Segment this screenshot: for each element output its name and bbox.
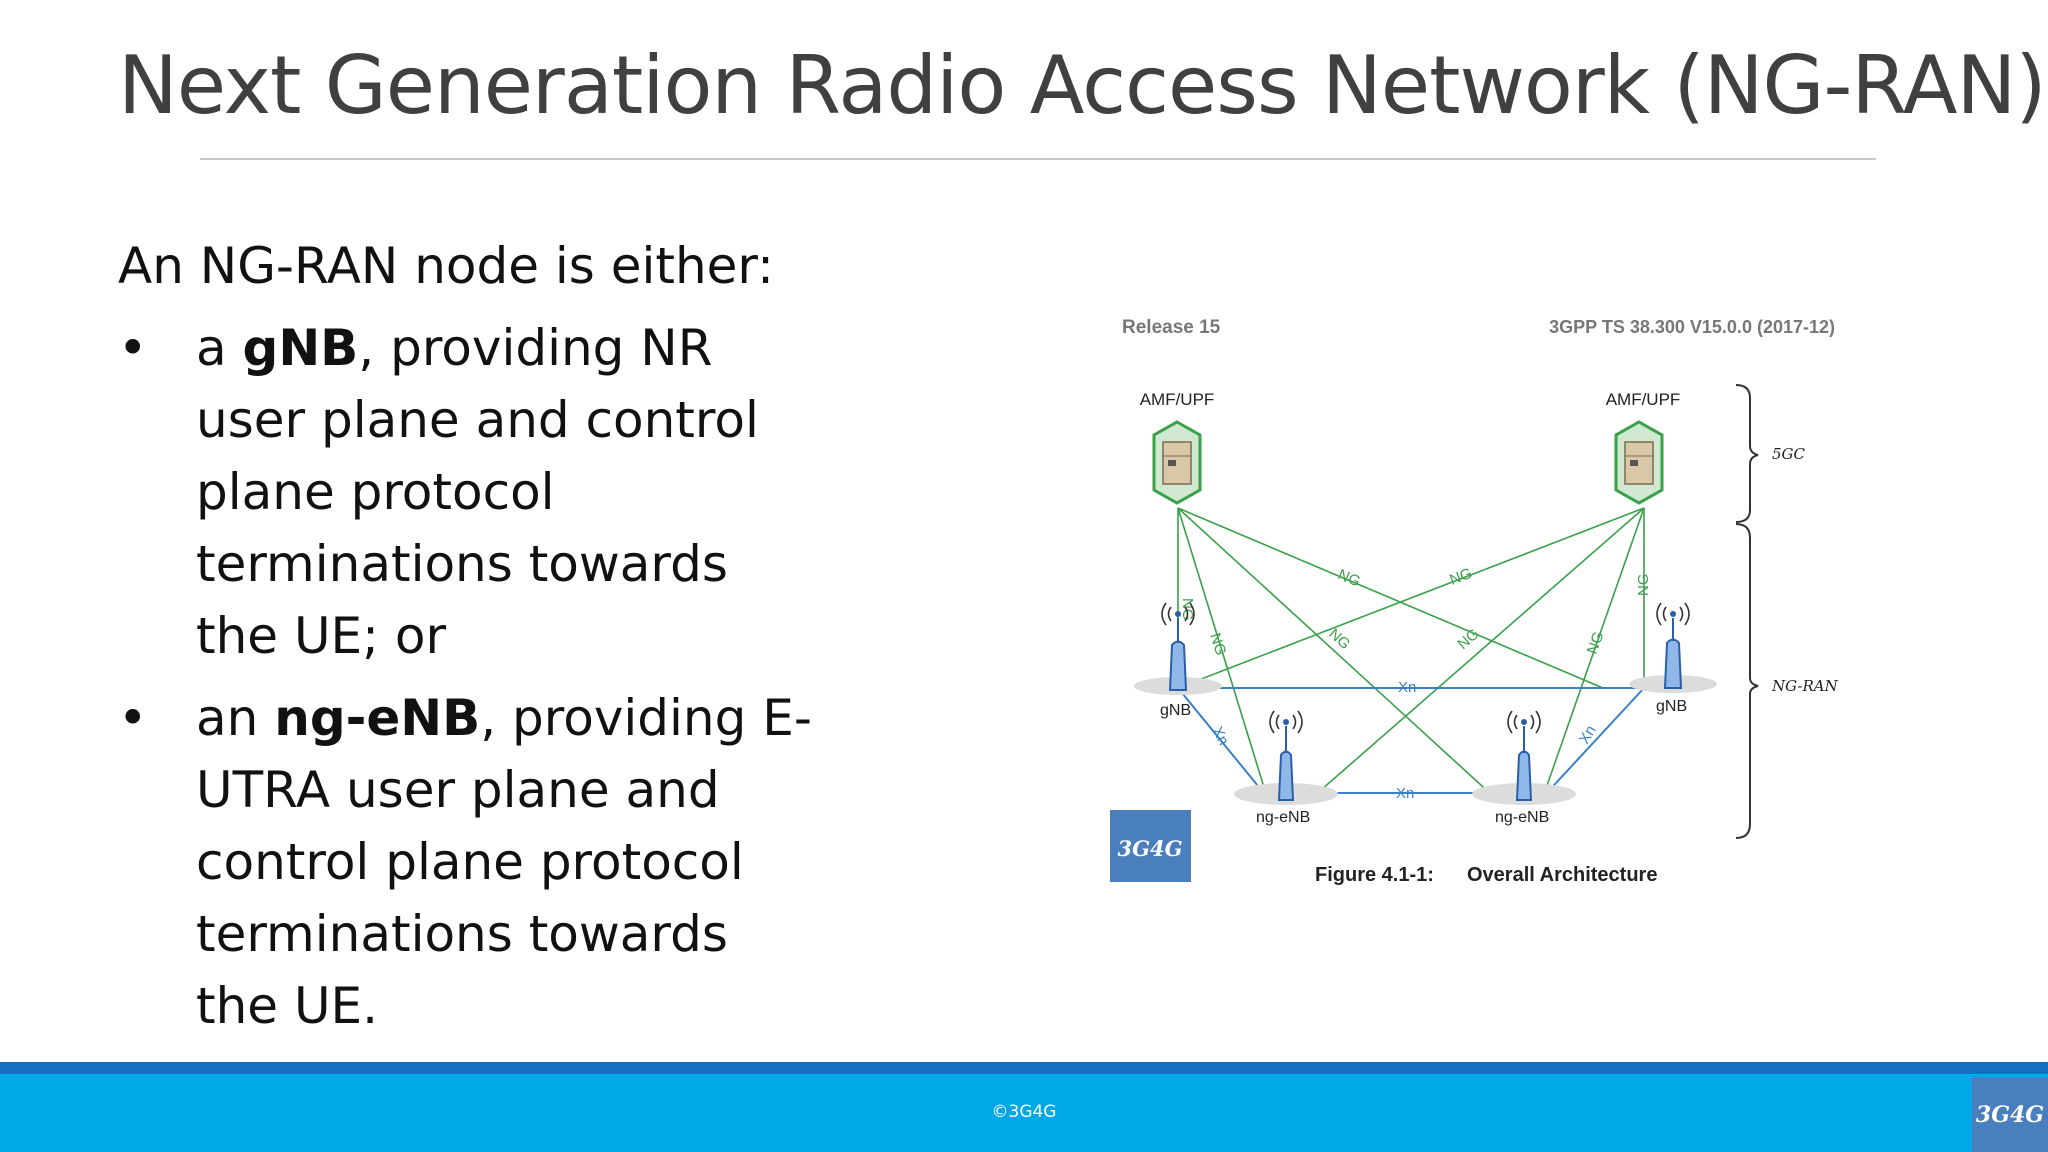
xn-links: [1177, 687, 1645, 798]
bullet-marker: •: [118, 689, 148, 747]
bullet-description: , providing E-UTRA user plane and contro…: [196, 689, 812, 1035]
ng-link: [1177, 507, 1268, 798]
ng-link: [1177, 507, 1495, 798]
ng-link: [1177, 507, 1604, 689]
xn-label: Xn: [1396, 785, 1414, 802]
footer-stripe: [0, 1062, 2048, 1074]
figure-logo-text: 3G4G: [1117, 836, 1182, 861]
ng-enb-right-label: ng-eNB: [1495, 809, 1549, 826]
ng-link: [1312, 507, 1645, 798]
amf-right-label: AMF/UPF: [1606, 390, 1681, 409]
gnb-left-label: gNB: [1160, 702, 1191, 719]
title-divider: [200, 158, 1876, 160]
ng-enb-left-antenna-icon: [1234, 710, 1338, 805]
caption-number: Figure 4.1-1:: [1315, 864, 1434, 886]
architecture-diagram: Release 15 3GPP TS 38.300 V15.0.0 (2017-…: [1110, 317, 1839, 886]
gnb-right-label: gNB: [1656, 698, 1687, 715]
brace-ng-ran-label: NG-RAN: [1771, 677, 1839, 695]
ng-label: NG: [1454, 625, 1482, 653]
bullet-description: , providing NR user plane and control pl…: [196, 319, 759, 665]
intro-text: An NG-RAN node is either:: [118, 237, 774, 295]
ng-label: NG: [1447, 565, 1474, 589]
brace-5gc: [1735, 384, 1759, 523]
xn-label: Xn: [1398, 679, 1416, 696]
architecture-figure: Release 15 3GPP TS 38.300 V15.0.0 (2017-…: [1100, 300, 1880, 910]
ng-label: NG: [1584, 629, 1608, 656]
xn-link: [1542, 687, 1645, 798]
brace-ng-ran: [1735, 523, 1759, 839]
ng-enb-right-antenna-icon: [1472, 710, 1576, 805]
ng-enb-left-label: ng-eNB: [1256, 809, 1310, 826]
footer-logo: 3G4G: [1972, 1078, 2048, 1152]
server-right-icon: [1614, 420, 1664, 505]
ng-label: NG: [1179, 598, 1196, 621]
footer-copyright: ©3G4G: [991, 1102, 1057, 1122]
amf-left-label: AMF/UPF: [1140, 390, 1215, 409]
xn-labels: Xn Xn Xn Xn: [1208, 679, 1599, 802]
ng-link: [1177, 507, 1645, 689]
spec-label: 3GPP TS 38.300 V15.0.0 (2017-12): [1549, 317, 1835, 337]
bullet-marker: •: [118, 319, 148, 377]
slide-body: An NG-RAN node is either: •a gNB, provid…: [118, 230, 818, 1042]
slide-title: Next Generation Radio Access Network (NG…: [118, 39, 2047, 132]
ng-links: [1177, 507, 1645, 798]
ng-label: NG: [1635, 574, 1652, 597]
release-label: Release 15: [1122, 317, 1221, 338]
xn-link: [1177, 687, 1268, 798]
server-left-icon: [1152, 420, 1202, 505]
ng-link: [1542, 507, 1645, 798]
xn-label: Xn: [1208, 724, 1232, 748]
ng-labels: NG NG NG NG NG NG NG NG: [1179, 565, 1652, 658]
bullet-term: ng-eNB: [274, 689, 481, 747]
brace-5gc-label: 5GC: [1772, 445, 1806, 463]
caption-text: Overall Architecture: [1467, 864, 1657, 886]
bullet-prefix: a: [196, 319, 243, 377]
bullet-prefix: an: [196, 689, 275, 747]
bullet-gnb: • a gNB, providing NR user plane and cont…: [118, 312, 818, 672]
ng-label: NG: [1335, 566, 1362, 590]
gnb-right-antenna-icon: [1629, 602, 1717, 693]
bullet-ng-enb: • an ng-eNB, providing E-UTRA user plane …: [118, 682, 818, 1042]
footer-bar: [0, 1074, 2048, 1152]
gnb-left-antenna-icon: [1134, 602, 1222, 695]
bullet-term: gNB: [242, 319, 359, 377]
ng-label: NG: [1206, 631, 1229, 658]
xn-label: Xn: [1576, 723, 1600, 747]
figure-logo: 3G4G: [1110, 810, 1191, 882]
